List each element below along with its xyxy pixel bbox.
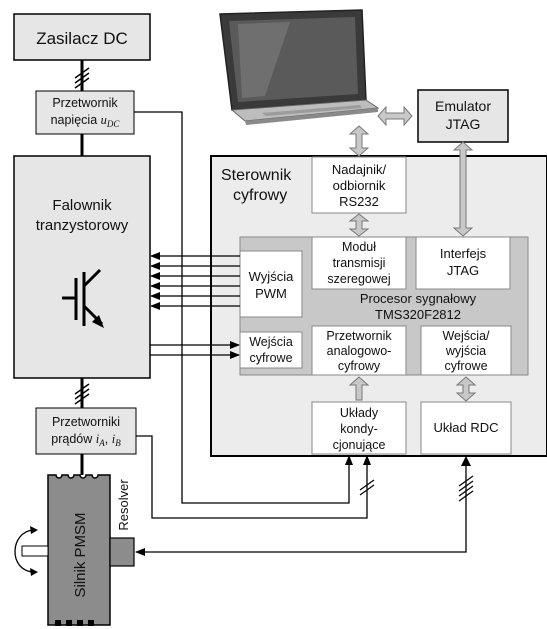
digital-inputs-block bbox=[239, 331, 303, 369]
emulator-label-2: JTAG bbox=[446, 116, 481, 132]
rdc-label: Układ RDC bbox=[433, 420, 498, 435]
jtag-interface-block bbox=[415, 236, 511, 290]
pwm-outputs-block bbox=[239, 250, 303, 318]
adc-block bbox=[311, 325, 407, 376]
current-transducers-label-2: prądów iA, iB bbox=[51, 432, 121, 448]
motor-bottom-bumps bbox=[55, 620, 94, 626]
controller-label-1: Sterownik bbox=[221, 167, 292, 184]
voltage-signal-line bbox=[134, 111, 353, 504]
digital-io-label-1: Wejścia/ bbox=[442, 329, 490, 343]
rs232-block bbox=[311, 156, 407, 214]
bus-hatch-lower bbox=[74, 383, 90, 405]
laptop-rs232-arrow bbox=[348, 125, 370, 157]
current-transducers-block bbox=[35, 407, 137, 455]
digital-input-lines bbox=[150, 341, 240, 359]
serial-module-label-2: transmisji bbox=[333, 256, 386, 270]
bus-hatch-upper bbox=[74, 67, 90, 89]
current-signal-line bbox=[136, 435, 371, 519]
dsp-label-2: TMS320F2812 bbox=[375, 307, 461, 322]
voltage-transducer-label: Przetwornik bbox=[52, 96, 118, 110]
rdc-arrow-head bbox=[461, 456, 471, 466]
rdc-block bbox=[420, 401, 512, 455]
pwm-signal-lines bbox=[150, 252, 240, 310]
rotation-arrow-head-top bbox=[30, 526, 38, 534]
emulator-label-1: Emulator bbox=[435, 98, 491, 114]
rs232-serial-arrow bbox=[348, 213, 370, 237]
conditioning-label-1: Układy bbox=[340, 406, 379, 420]
adc-label-1: Przetwornik bbox=[326, 329, 392, 343]
digital-inputs-label-1: Wejścia bbox=[249, 335, 293, 349]
conditioning-block bbox=[311, 401, 407, 455]
conditioning-adc-arrow bbox=[348, 376, 370, 401]
conditioning-label-2: kondy- bbox=[340, 422, 378, 436]
resolver-signal-line bbox=[135, 457, 467, 556]
motor-label: Silnik PMSM bbox=[72, 512, 89, 597]
emulator-jtag-arrow bbox=[452, 141, 474, 237]
rotation-arrow-head-bottom bbox=[30, 568, 38, 576]
pwm-outputs-label-1: Wyjścia bbox=[249, 269, 294, 284]
rdc-dio-arrow bbox=[455, 376, 477, 402]
laptop-icon bbox=[219, 9, 380, 125]
laptop-emulator-arrow bbox=[377, 105, 413, 127]
digital-io-label-2: wyjścia bbox=[445, 344, 486, 358]
controller-label-2: cyfrowy bbox=[233, 187, 287, 204]
psu-label: Zasilacz DC bbox=[36, 29, 128, 48]
inverter-block bbox=[13, 155, 151, 379]
voltage-transducer-block bbox=[35, 90, 135, 135]
bus-arrows bbox=[348, 105, 477, 402]
dsp-label-1: Procesor sygnałowy bbox=[360, 291, 477, 306]
digital-io-block bbox=[420, 325, 512, 376]
adc-label-3: cyfrowy bbox=[338, 359, 381, 373]
adc-label-2: analogowo- bbox=[327, 344, 392, 358]
jtag-interface-label-1: Interfejs bbox=[440, 246, 487, 261]
rs232-label-2: odbiornik bbox=[333, 178, 386, 193]
voltage-transducer-label-2: napięcia uDC bbox=[51, 113, 121, 129]
conditioning-label-3: cjonujące bbox=[333, 438, 386, 452]
rs232-label-1: Nadajnik/ bbox=[332, 162, 387, 177]
current-transducers-label: Przetworniki bbox=[52, 415, 120, 429]
rs232-label-3: RS232 bbox=[339, 194, 379, 209]
motor-shaft bbox=[21, 545, 49, 557]
pwm-outputs-label-2: PWM bbox=[255, 286, 287, 301]
inverter-label-1: Falownik bbox=[52, 197, 112, 214]
serial-module-label-3: szeregowej bbox=[327, 272, 390, 286]
serial-module-label-1: Moduł bbox=[342, 240, 376, 254]
serial-module-block bbox=[311, 236, 407, 290]
resolver-signal-hatch bbox=[458, 475, 474, 502]
resolver-label: Resolver bbox=[116, 479, 131, 531]
emulator-block bbox=[417, 89, 509, 143]
resolver-block bbox=[109, 537, 135, 567]
igbt-symbol bbox=[62, 268, 104, 326]
digital-io-label-3: cyfrowe bbox=[444, 359, 487, 373]
current-signal-hatch bbox=[359, 479, 375, 496]
motor-body bbox=[47, 474, 111, 626]
jtag-interface-label-2: JTAG bbox=[447, 263, 479, 278]
inverter-label-2: tranzystorowy bbox=[36, 217, 129, 234]
igbt-emitter-arrow bbox=[92, 315, 104, 328]
rotation-arrow-icon bbox=[14, 529, 34, 573]
digital-inputs-label-2: cyfrowe bbox=[249, 351, 292, 365]
psu-block bbox=[13, 13, 151, 61]
